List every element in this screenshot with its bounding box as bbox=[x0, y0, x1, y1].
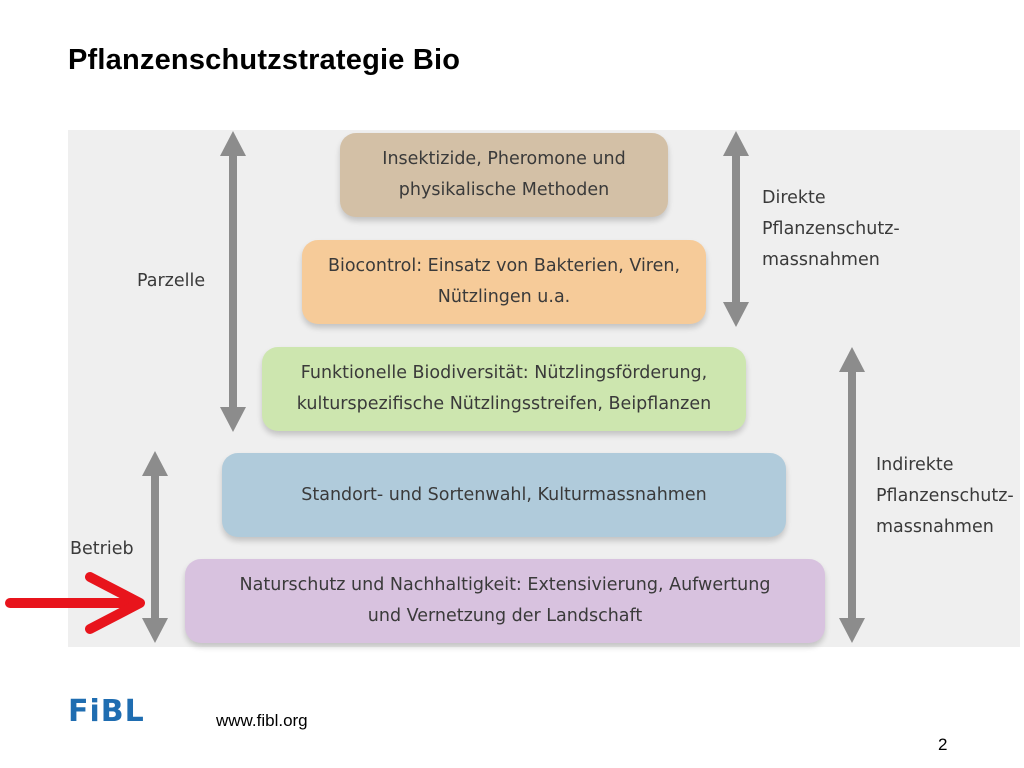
fibl-logo: FiBL bbox=[68, 694, 145, 729]
label-indirekte-massnahmen: Indirekte Pflanzenschutz- massnahmen bbox=[876, 455, 1014, 537]
slide-title: Pflanzenschutzstrategie Bio bbox=[68, 44, 461, 76]
level-insecticides: Insektizide, Pheromone und physikalische… bbox=[340, 133, 668, 217]
level-functional-biodiversity: Funktionelle Biodiversität: Nützlingsför… bbox=[262, 347, 746, 431]
level-site-and-variety: Standort- und Sortenwahl, Kulturmassnahm… bbox=[222, 453, 786, 537]
level-biocontrol-label: Biocontrol: Einsatz von Bakterien, Viren… bbox=[327, 256, 681, 307]
level-insecticides-label: Insektizide, Pheromone und physikalische… bbox=[382, 149, 626, 200]
footer-url-link[interactable]: www.fibl.org bbox=[216, 711, 308, 730]
label-direkte-massnahmen: Direkte Pflanzenschutz- massnahmen bbox=[762, 188, 900, 270]
parzelle-double-arrow-icon bbox=[220, 131, 246, 432]
level-biocontrol: Biocontrol: Einsatz von Bakterien, Viren… bbox=[302, 240, 706, 324]
level-nature-conservation: Naturschutz und Nachhaltigkeit: Extensiv… bbox=[185, 559, 825, 643]
page-number: 2 bbox=[938, 735, 948, 754]
level-nature-conservation-label: Naturschutz und Nachhaltigkeit: Extensiv… bbox=[239, 575, 771, 626]
label-parzelle: Parzelle bbox=[137, 271, 206, 291]
level-site-and-variety-label: Standort- und Sortenwahl, Kulturmassnahm… bbox=[301, 484, 707, 505]
label-betrieb: Betrieb bbox=[70, 539, 134, 559]
indirekte-double-arrow-icon bbox=[839, 347, 865, 643]
betrieb-double-arrow-icon bbox=[142, 451, 168, 643]
red-highlight-arrow-icon bbox=[5, 572, 145, 634]
level-functional-biodiversity-label: Funktionelle Biodiversität: Nützlingsför… bbox=[296, 363, 712, 414]
direkte-double-arrow-icon bbox=[723, 131, 749, 327]
